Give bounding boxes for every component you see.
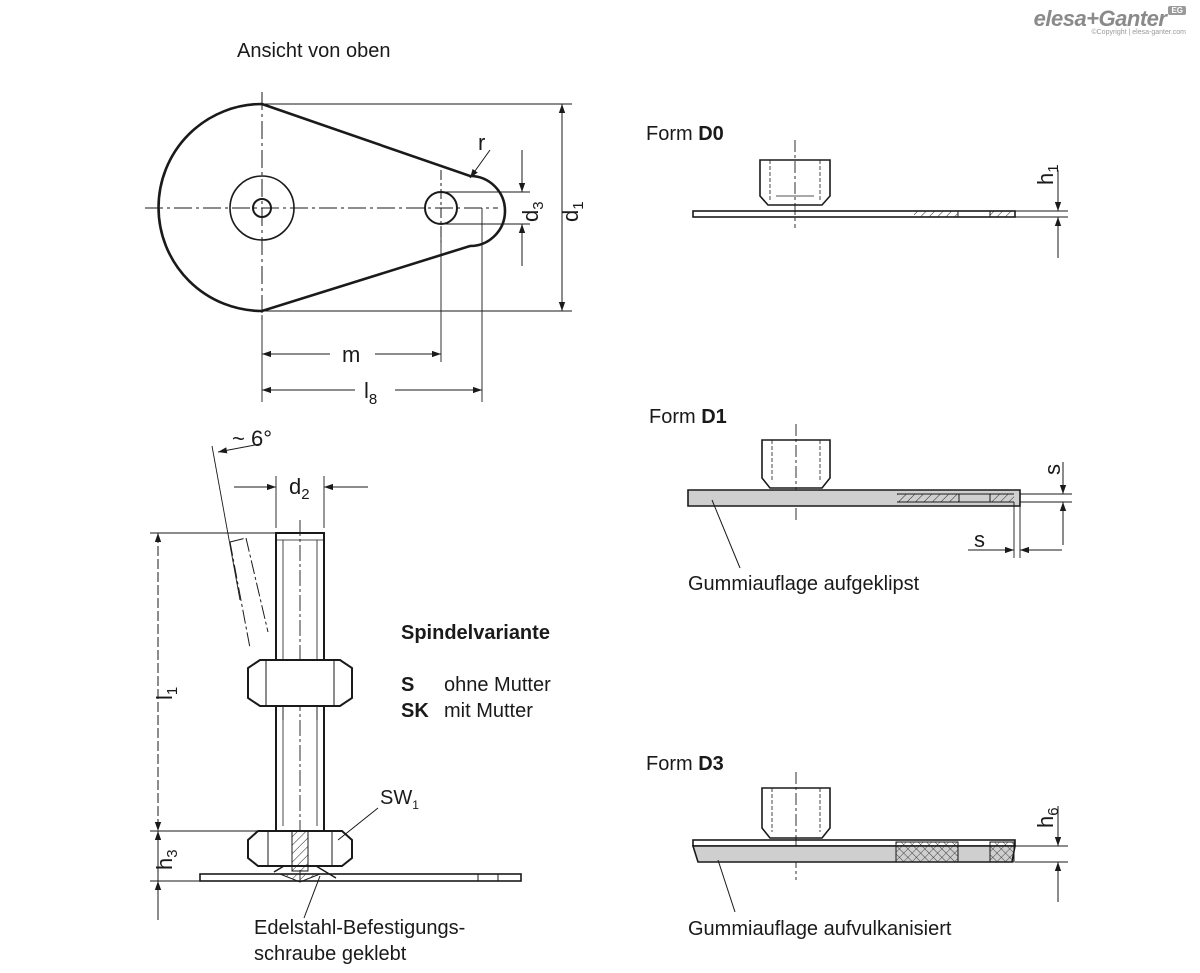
form-d1-title: Form D1 bbox=[649, 406, 727, 428]
form-d3-note: Gummiauflage aufvulkanisiert bbox=[688, 918, 952, 940]
angle-label: ~ 6° bbox=[232, 426, 272, 451]
svg-text:l1: l1 bbox=[152, 687, 181, 700]
logo-name: elesa+Ganter bbox=[1033, 6, 1167, 31]
spindle-view bbox=[150, 443, 522, 920]
svg-text:d3: d3 bbox=[518, 201, 547, 222]
variant-text: mit Mutter bbox=[444, 700, 533, 722]
spindle-base-plate bbox=[199, 873, 522, 882]
base-plate-outline bbox=[157, 102, 507, 313]
top-view-title: Ansicht von oben bbox=[237, 40, 390, 62]
form-d0-section bbox=[692, 140, 1068, 258]
variant-text: ohne Mutter bbox=[444, 674, 551, 696]
form-d1-rubber-pad bbox=[687, 489, 1021, 507]
jam-nut bbox=[247, 659, 353, 707]
dim-label-d2: d2 bbox=[289, 474, 310, 503]
dim-label-s-vertical: s bbox=[1040, 464, 1065, 475]
angle-arrow bbox=[217, 443, 261, 454]
dim-label-h1: h1 bbox=[1033, 164, 1062, 185]
form-d1-note: Gummiauflage aufgeklipst bbox=[688, 573, 920, 595]
variant-code: SK bbox=[401, 700, 429, 722]
dim-label-l1: l1 bbox=[152, 687, 181, 700]
form-d0-plate bbox=[692, 210, 1016, 218]
dim-label-l8: l8 bbox=[364, 378, 377, 408]
dim-label-m: m bbox=[342, 342, 360, 367]
form-d0-title: Form D0 bbox=[646, 123, 724, 145]
dim-label-h3: h3 bbox=[152, 849, 181, 870]
svg-text:d1: d1 bbox=[558, 201, 587, 222]
dim-label-sw1: SW1 bbox=[380, 787, 419, 812]
form-d3-section bbox=[691, 772, 1068, 913]
svg-text:s: s bbox=[1040, 464, 1065, 475]
variant-code: S bbox=[401, 674, 414, 696]
dim-label-s-horizontal: s bbox=[974, 527, 985, 552]
dim-label-r: r bbox=[478, 130, 485, 155]
logo-copyright: ©Copyright | elesa-ganter.com bbox=[1091, 29, 1186, 36]
dim-label-d1: d1 bbox=[558, 201, 587, 222]
spindle-hole bbox=[252, 198, 272, 218]
form-d3-rubber-pad bbox=[691, 845, 1016, 863]
svg-text:h3: h3 bbox=[152, 849, 181, 870]
form-d1-section bbox=[687, 424, 1072, 569]
dim-label-d3: d3 bbox=[518, 201, 547, 222]
spindle-variants-title: Spindelvariante bbox=[401, 622, 550, 644]
spindle-washer bbox=[229, 175, 295, 241]
screw-note-line1: Edelstahl-Befestigungs- bbox=[254, 917, 465, 939]
svg-text:h6: h6 bbox=[1033, 807, 1062, 828]
svg-text:h1: h1 bbox=[1033, 164, 1062, 185]
screw-note-line2: schraube geklebt bbox=[254, 943, 407, 965]
top-view: Ansicht von oben bbox=[145, 40, 572, 402]
dim-leader-r bbox=[469, 149, 491, 179]
form-d3-title: Form D3 bbox=[646, 753, 724, 775]
dim-label-h6: h6 bbox=[1033, 807, 1062, 828]
logo-badge: EG bbox=[1168, 6, 1186, 15]
